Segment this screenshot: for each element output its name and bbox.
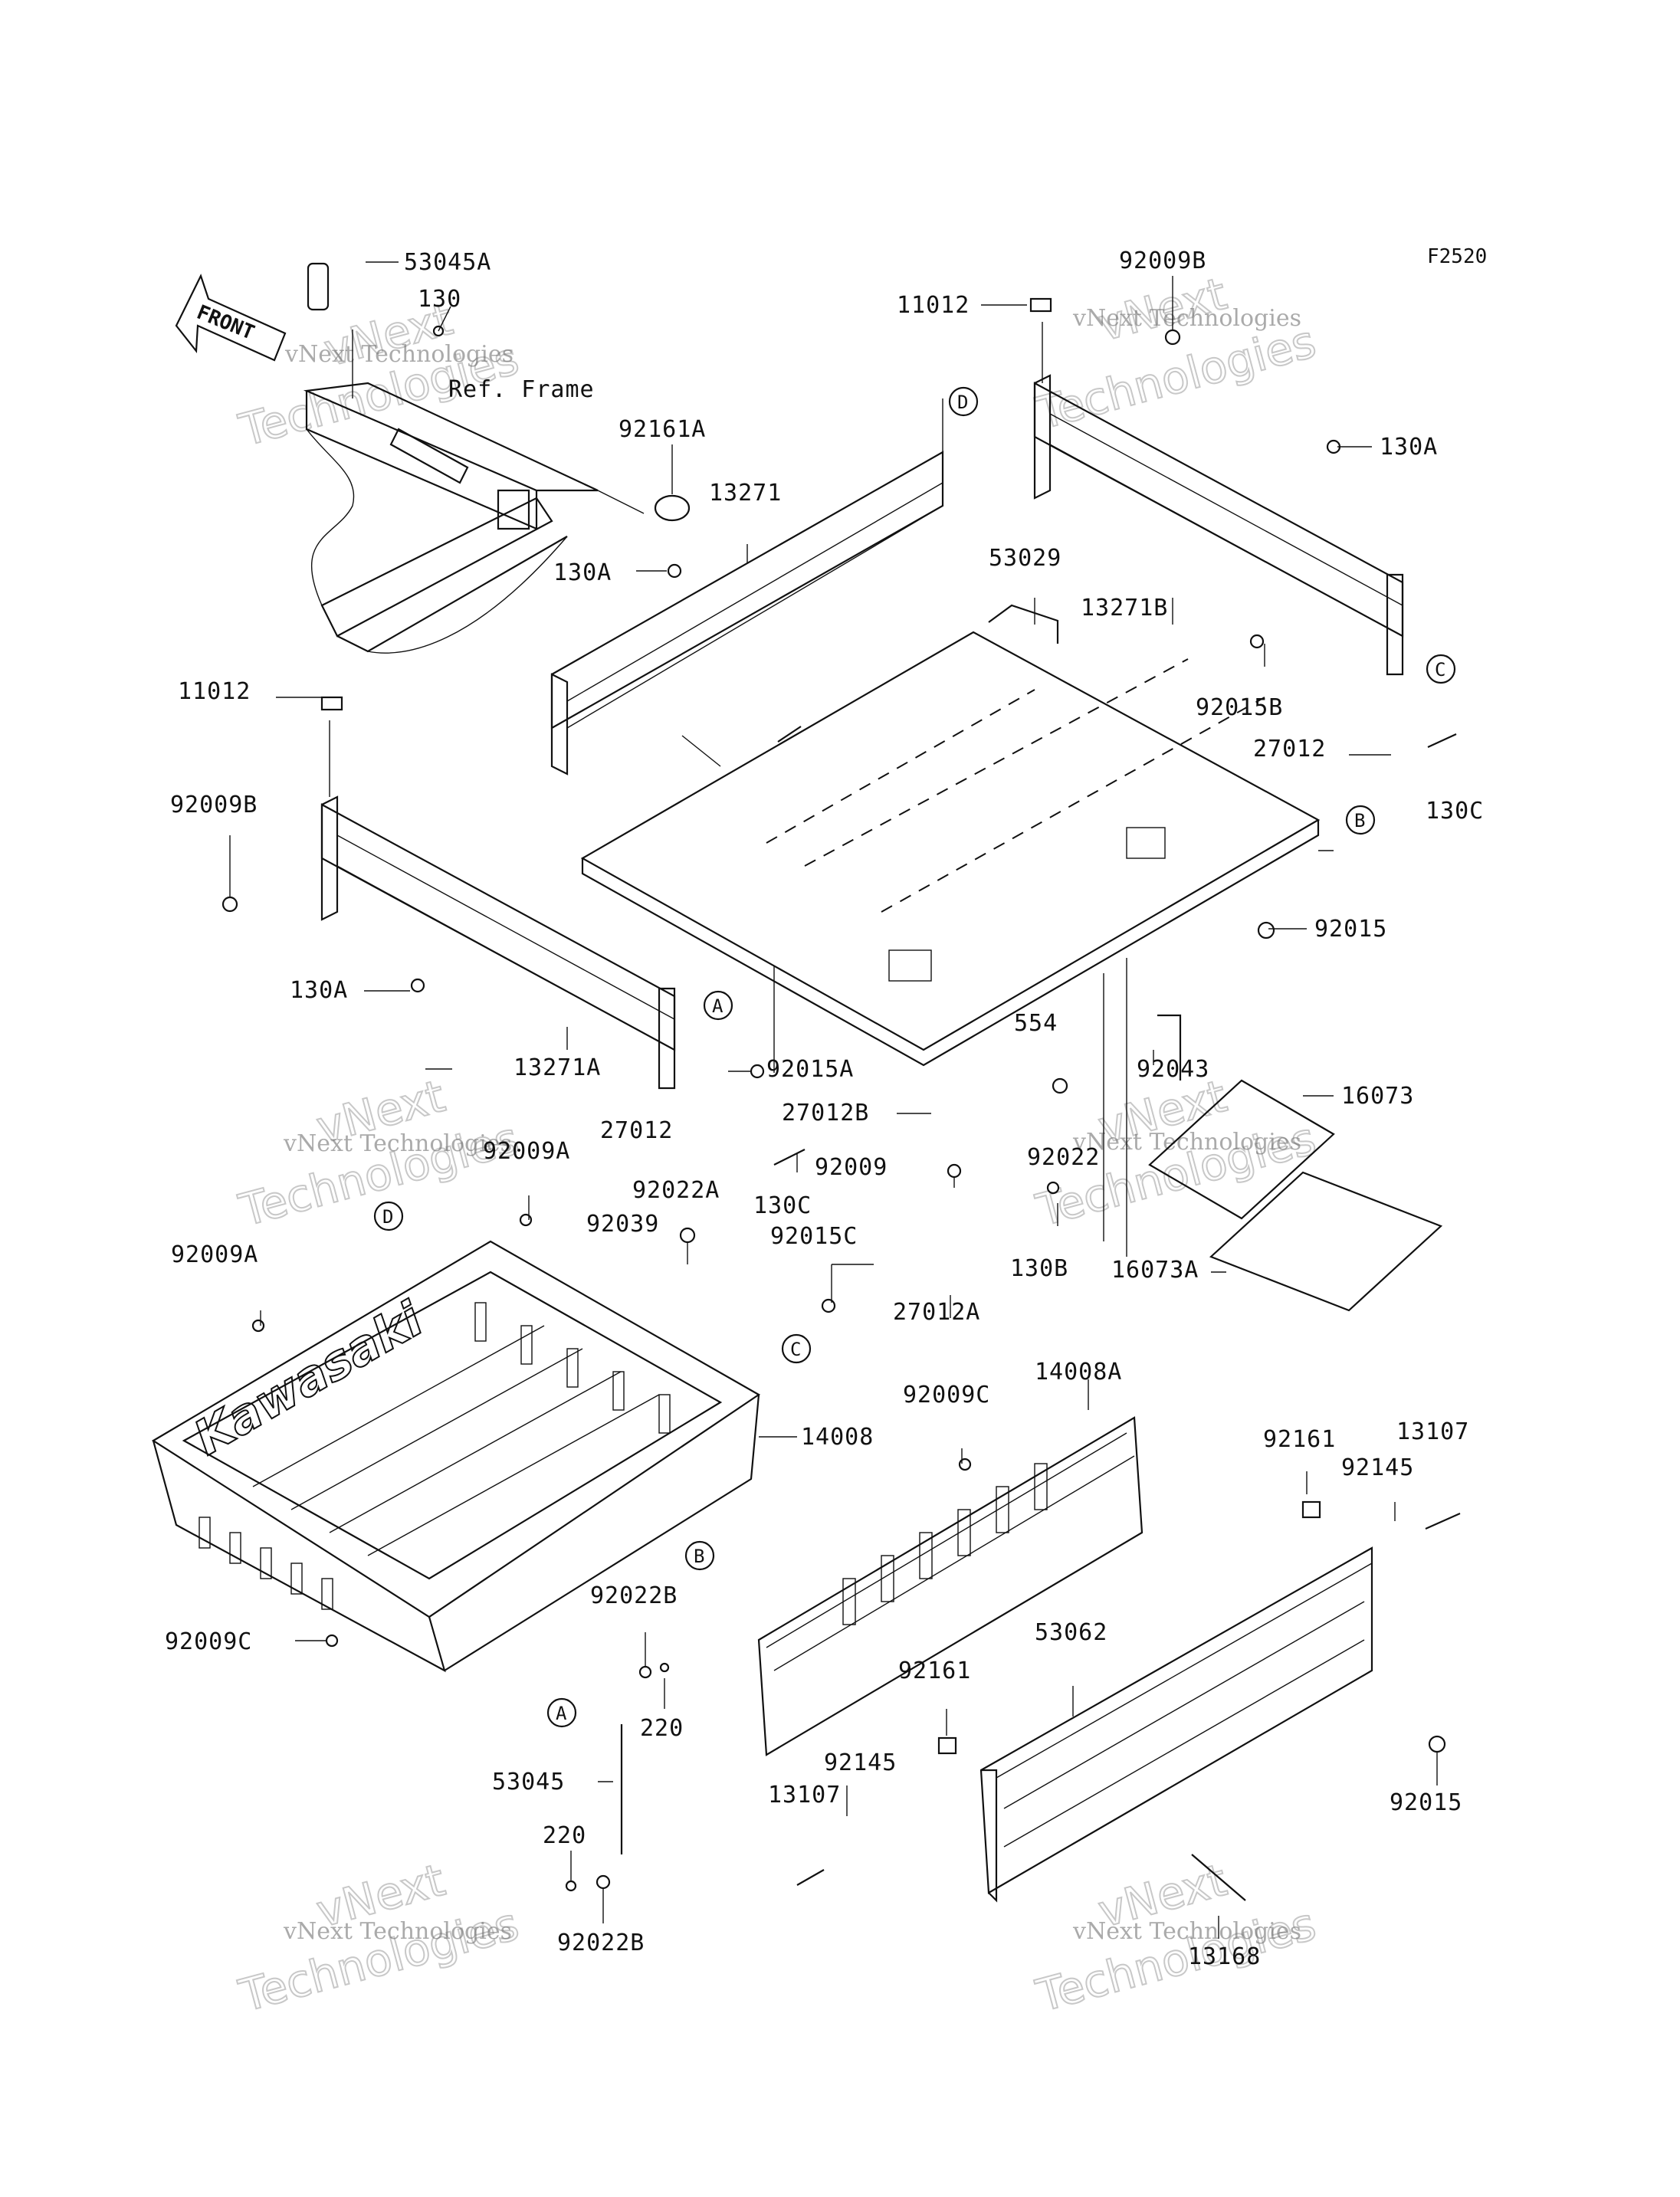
part-label: 13168	[1188, 1943, 1261, 1970]
watermark-small: vNext Technologies	[1072, 305, 1301, 332]
part-label: 92009A	[483, 1138, 570, 1165]
part-label: 13271B	[1081, 595, 1168, 621]
rubber-cap-part	[654, 494, 691, 522]
part-label: 92009B	[170, 792, 258, 818]
part-label: 92015	[1314, 916, 1387, 943]
tailgate-53062	[979, 1546, 1373, 1903]
watermark-small: vNext Technologies	[283, 1918, 512, 1945]
part-label: 27012	[600, 1117, 673, 1144]
part-label: 92015B	[1196, 694, 1283, 721]
brand-logo: Kawasaki	[185, 1290, 432, 1466]
part-label: 92145	[824, 1749, 897, 1776]
callout-a: A	[556, 1703, 567, 1724]
leader-lines	[229, 261, 1438, 1939]
part-label: 92161A	[619, 416, 706, 443]
callout-c: C	[1435, 659, 1445, 680]
part-label: 92145	[1341, 1454, 1414, 1481]
callout-circles: D C B A D C B A	[373, 386, 1456, 1728]
part-label: 11012	[178, 678, 251, 705]
hardware-parts	[221, 297, 1461, 1901]
part-label: 130C	[1426, 798, 1484, 825]
part-label: 92009B	[1119, 248, 1206, 274]
part-label: 13271A	[514, 1054, 601, 1081]
part-label: 13107	[768, 1782, 841, 1808]
part-label: 130C	[753, 1192, 812, 1219]
side-panel-13271	[550, 398, 944, 776]
part-label: 14008	[801, 1424, 874, 1451]
part-label: 92015C	[770, 1223, 858, 1250]
part-label: 53029	[989, 545, 1061, 572]
part-label: 92009	[815, 1154, 888, 1181]
callout-c: C	[790, 1339, 801, 1360]
plug-part	[320, 696, 343, 711]
part-label: 27012	[1253, 736, 1326, 762]
callout-d: D	[382, 1206, 393, 1228]
part-label: 53062	[1035, 1619, 1107, 1646]
part-label: 220	[640, 1715, 684, 1742]
part-label: 53045	[492, 1769, 565, 1795]
part-label: 92161	[1263, 1426, 1336, 1453]
part-label: 92022B	[557, 1930, 645, 1956]
part-label: 92022	[1027, 1144, 1100, 1171]
tailgate-panel-14008a	[757, 1416, 1144, 1756]
part-label: 27012B	[782, 1100, 869, 1126]
mat-16073	[1148, 1079, 1443, 1312]
part-label: 130A	[290, 977, 348, 1004]
part-label: 554	[1014, 1010, 1058, 1037]
part-label: 92009C	[165, 1628, 252, 1655]
watermark-small: vNext Technologies	[1072, 1129, 1301, 1156]
watermark-small: vNext Technologies	[283, 1130, 512, 1157]
ref-frame-label: Ref. Frame	[448, 376, 595, 403]
part-label: 130B	[1010, 1255, 1068, 1282]
part-label: 92161	[898, 1658, 971, 1684]
part-label: 16073A	[1111, 1257, 1199, 1284]
side-panel-13271a	[320, 720, 676, 1090]
part-label: 14008A	[1035, 1359, 1122, 1385]
part-label: 92015	[1390, 1789, 1462, 1816]
part-label: 92015A	[766, 1056, 854, 1083]
part-label: 53045A	[404, 249, 491, 276]
part-label: 92009A	[171, 1241, 258, 1268]
part-label: 130A	[1380, 434, 1438, 461]
bed-floor-53029	[580, 604, 1321, 1067]
part-label: 92022A	[632, 1177, 720, 1204]
part-label: 130	[418, 286, 461, 313]
part-label: 92022B	[590, 1582, 678, 1609]
part-label: 92039	[586, 1211, 659, 1238]
part-label: 11012	[897, 292, 970, 319]
part-label: 92043	[1137, 1056, 1209, 1083]
front-arrow-icon: FRONT	[175, 274, 287, 362]
ref-frame-drawing: Ref. Frame	[303, 262, 645, 654]
watermark-small: vNext Technologies	[284, 341, 514, 368]
figure-code: F2520	[1427, 245, 1487, 268]
callout-b: B	[694, 1546, 704, 1567]
part-label: 13271	[709, 480, 782, 507]
part-label: 13107	[1396, 1418, 1469, 1445]
plug-part	[1029, 297, 1052, 313]
watermark-small: vNext Technologies	[1072, 1918, 1301, 1945]
part-label: 16073	[1341, 1083, 1414, 1110]
part-label: 220	[543, 1822, 586, 1849]
part-label: 130A	[553, 559, 612, 586]
part-label: 27012A	[893, 1299, 980, 1326]
side-panel-13271b	[1033, 322, 1404, 676]
callout-d: D	[957, 392, 968, 413]
part-labels: 53045A 130 92161A 13271 130A 11012 92009…	[165, 248, 1484, 1970]
callout-b: B	[1354, 810, 1365, 831]
part-label: 92009C	[903, 1382, 990, 1408]
callout-a: A	[712, 995, 724, 1017]
